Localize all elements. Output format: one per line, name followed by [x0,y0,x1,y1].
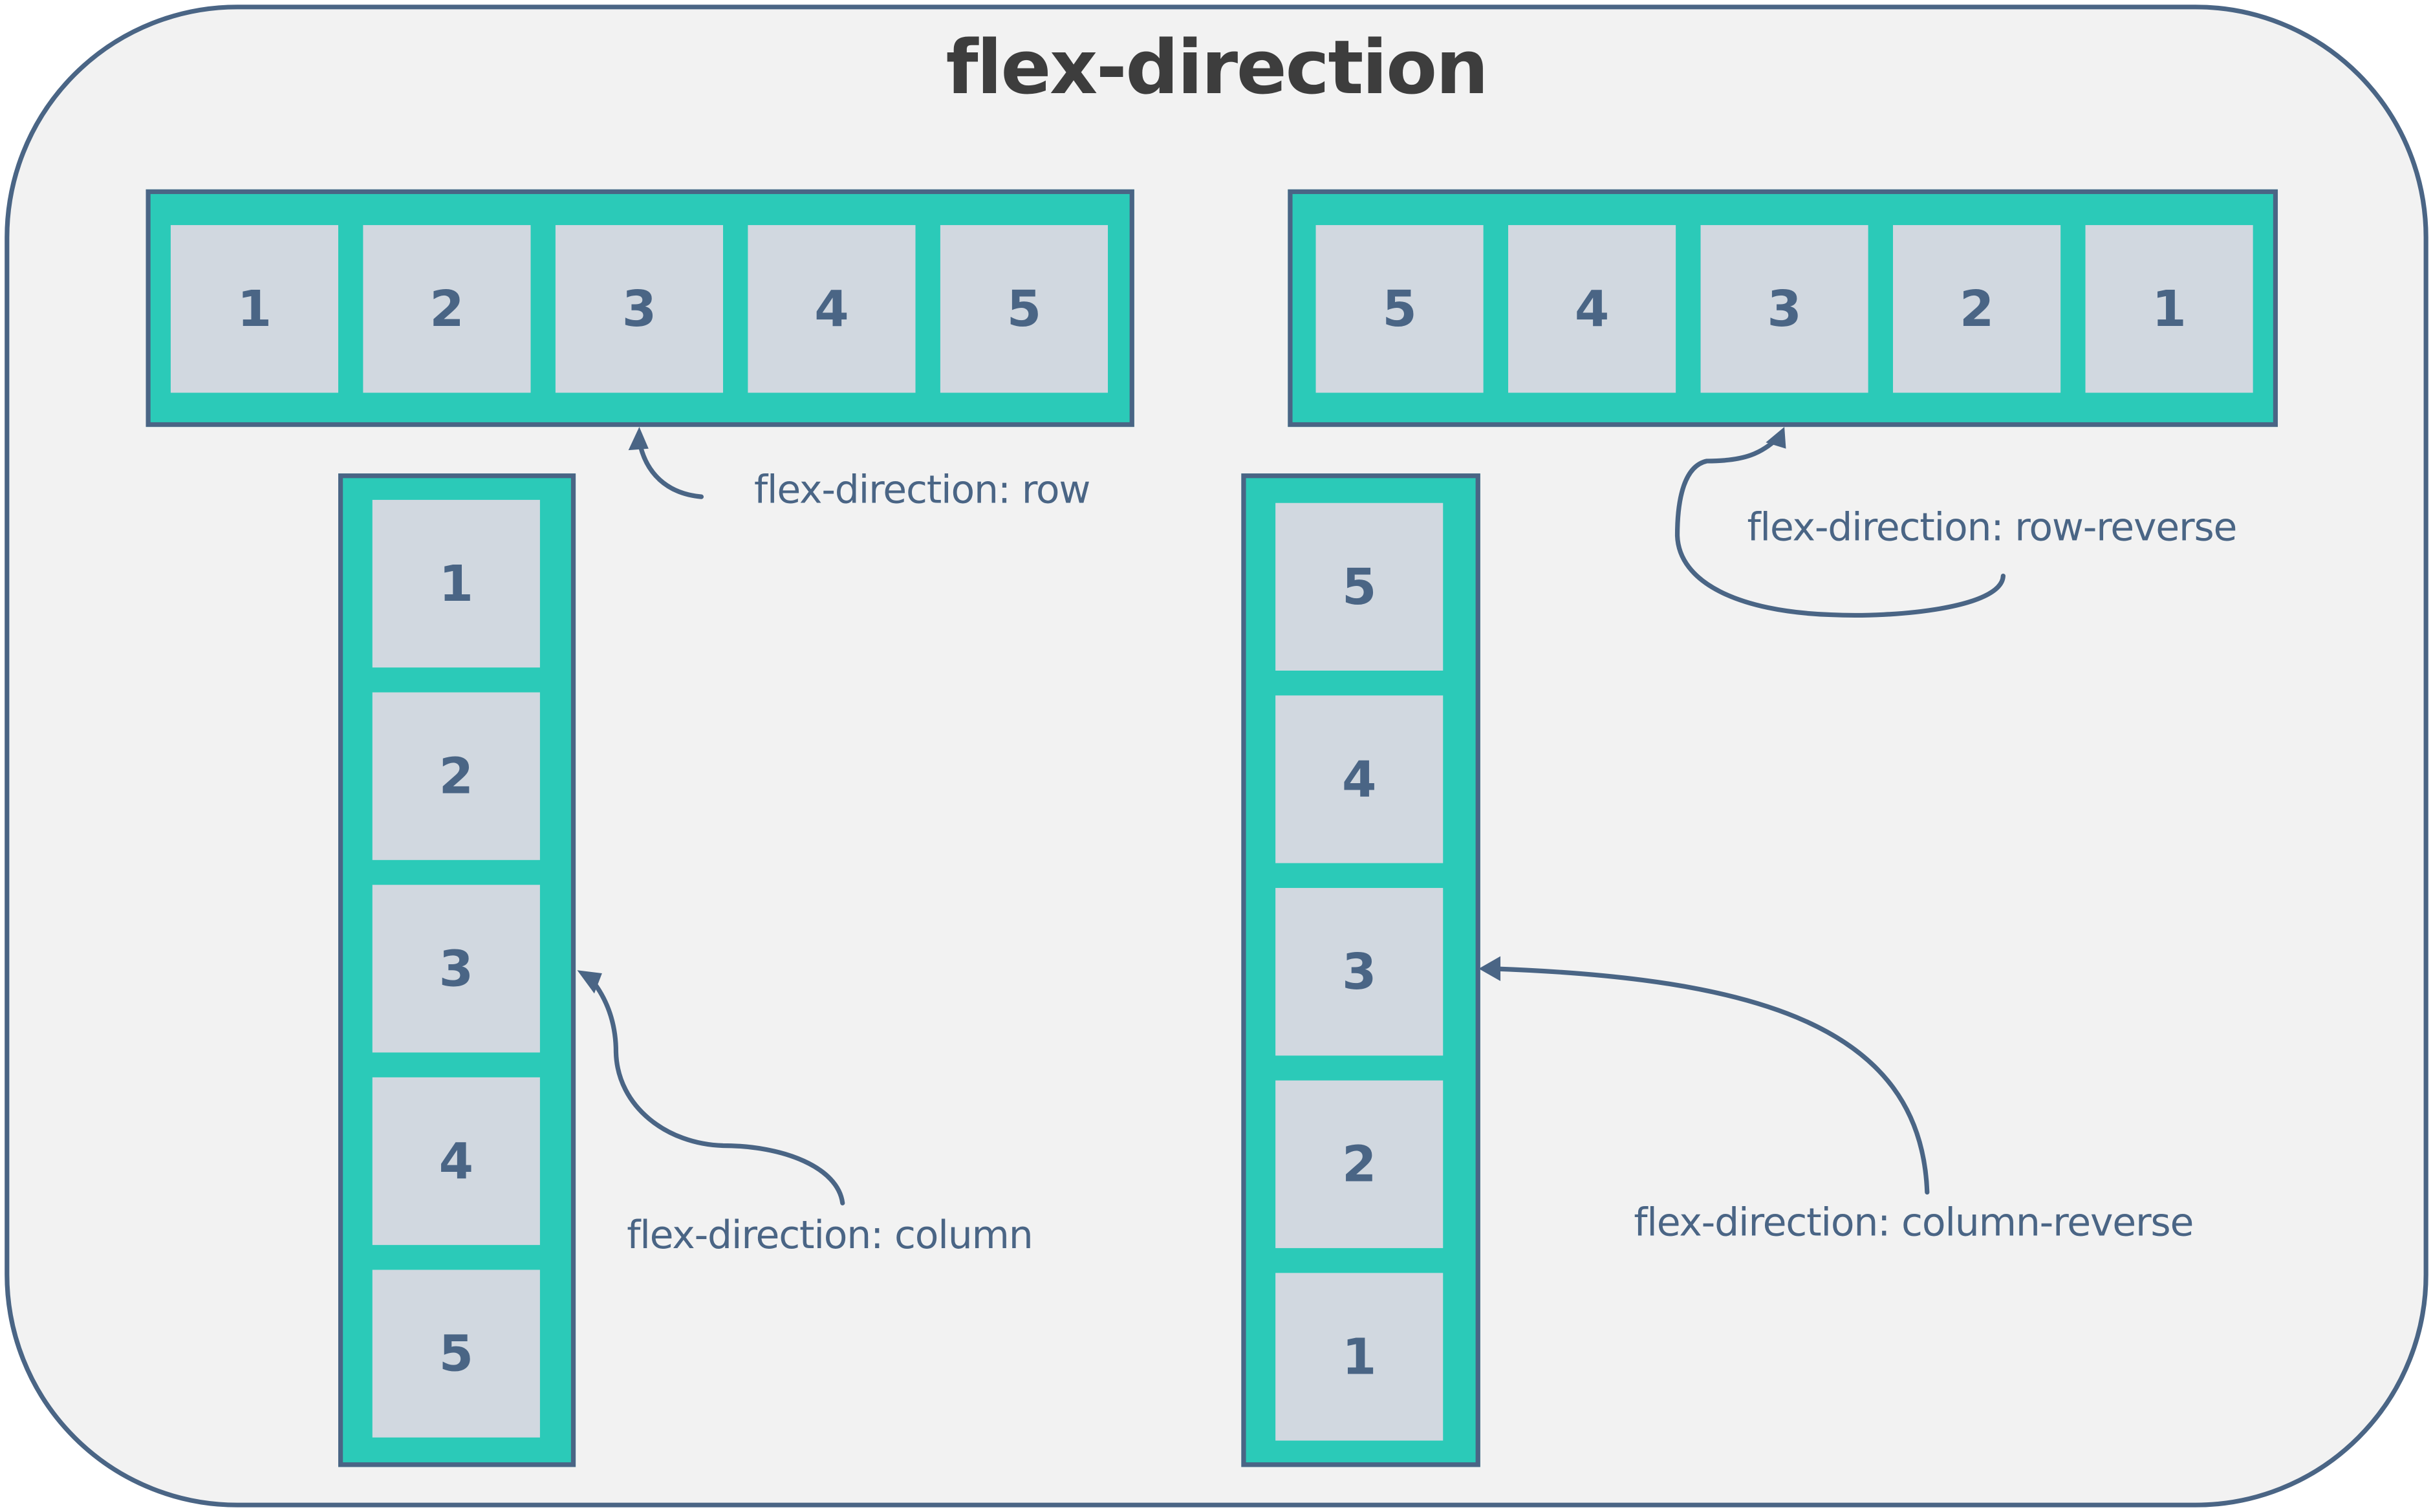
flex-container-row: 1 2 3 4 5 [146,189,1134,427]
diagram-title: flex-direction [946,25,1489,112]
flex-container-column-reverse: 1 2 3 4 5 [1241,473,1480,1467]
flex-item: 3 [1700,225,1868,393]
flex-item: 2 [363,225,531,393]
flex-item: 4 [372,1077,540,1246]
flex-item: 5 [1275,502,1444,671]
flex-item: 4 [1508,225,1676,393]
flex-item: 4 [748,225,916,393]
arrow-row-reverse [1674,427,2006,618]
flex-item: 1 [2085,225,2253,393]
label-row-reverse: flex-direction: row-reverse [1747,504,2237,550]
label-column: flex-direction: column [627,1212,1033,1258]
flex-item: 3 [372,885,540,1053]
arrow-column [577,970,845,1205]
flex-item: 1 [372,499,540,668]
flex-item: 1 [170,225,339,393]
flex-item: 5 [940,225,1108,393]
arrow-column-reverse [1478,956,1930,1195]
flex-item: 2 [372,692,540,860]
flex-item: 3 [555,225,724,393]
flex-item: 2 [1893,225,2061,393]
flex-item: 4 [1275,695,1444,863]
flex-container-column: 1 2 3 4 5 [338,473,576,1467]
flex-item: 2 [1275,1080,1444,1248]
label-column-reverse: flex-direction: column-reverse [1634,1200,2194,1246]
flex-container-row-reverse: 1 2 3 4 5 [1288,189,2278,427]
flex-item: 5 [1315,225,1484,393]
arrow-row [628,427,704,499]
flex-item: 1 [1275,1273,1444,1441]
flex-item: 5 [372,1269,540,1438]
label-row: flex-direction: row [754,467,1090,513]
flex-item: 3 [1275,888,1444,1056]
